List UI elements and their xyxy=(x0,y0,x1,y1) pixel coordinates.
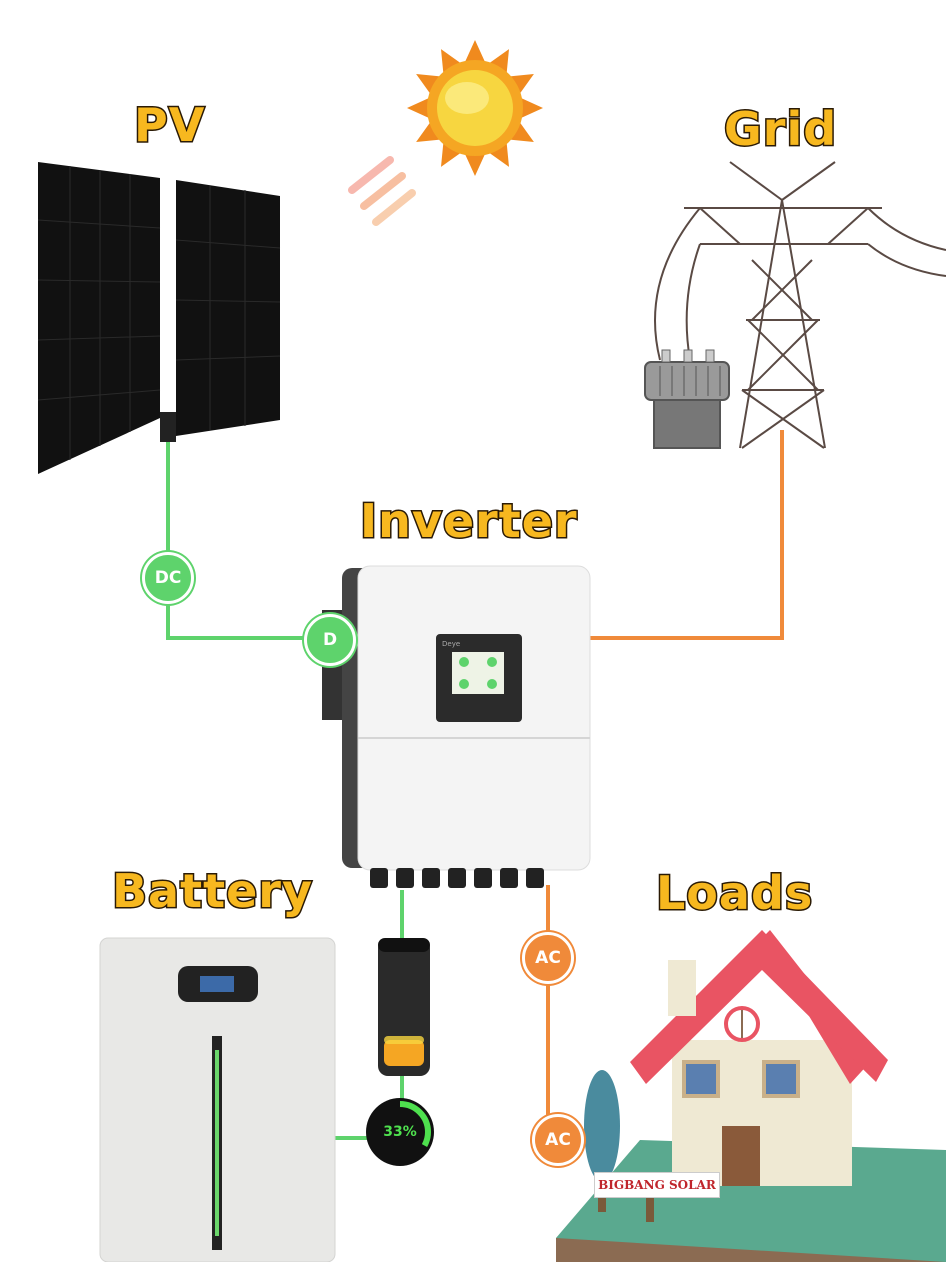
transformer-icon xyxy=(644,349,730,449)
loads-title: Loads xyxy=(654,865,814,922)
ac-badge-top: AC xyxy=(522,932,574,984)
house-icon xyxy=(556,930,946,1262)
battery-charge-icon xyxy=(378,938,430,1076)
connection-lines xyxy=(166,430,784,1140)
soc-ring-icon xyxy=(366,1098,434,1166)
battery-soc-text: 33% xyxy=(383,1124,417,1140)
dc-badge-inverter: D xyxy=(304,614,356,666)
inverter-icon: Deye xyxy=(322,565,591,888)
battery-pack-icon xyxy=(99,937,336,1262)
pv-to-inverter-line xyxy=(166,440,320,640)
house-sign: BIGBANG SOLAR xyxy=(594,1172,720,1198)
grid-to-inverter-line xyxy=(590,430,784,640)
dc-badge-pv: DC xyxy=(142,552,194,604)
sun-icon xyxy=(407,40,543,176)
pv-title: PV xyxy=(132,97,206,154)
sun-rays-icon xyxy=(348,156,416,226)
solar-panels-icon xyxy=(37,162,281,474)
transmission-tower-icon xyxy=(654,161,946,449)
ac-badge-bottom: AC xyxy=(532,1114,584,1166)
grid-title: Grid xyxy=(722,101,838,158)
inverter-title: Inverter xyxy=(359,493,579,550)
battery-title: Battery xyxy=(111,863,314,920)
inverter-brand-text: Deye xyxy=(442,640,460,648)
